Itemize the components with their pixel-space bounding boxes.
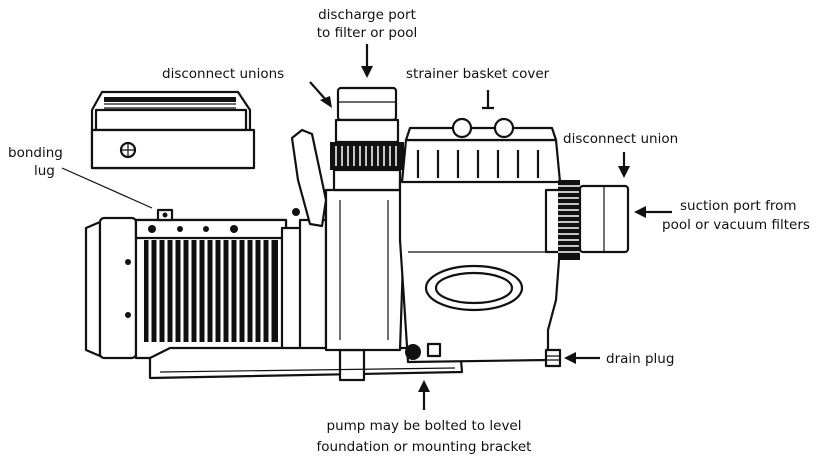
drain-plug (544, 348, 562, 368)
label-strainer-basket-cover: strainer basket cover (406, 66, 550, 82)
suction-port (544, 180, 630, 260)
label-discharge-port: discharge port (318, 7, 416, 23)
strainer-cover-leader (482, 90, 494, 110)
label-disconnect-unions: disconnect unions (162, 66, 284, 82)
strainer-pot (398, 117, 564, 368)
drain-plug-arrow (564, 352, 600, 364)
bonding-lug-leader (61, 167, 153, 209)
base-arrow (418, 380, 430, 410)
label-disconnect-union: disconnect union (563, 131, 678, 147)
motor-top-fins (104, 97, 236, 109)
label-discharge-destination: to filter or pool (317, 25, 417, 41)
strainer-basket-cover (400, 117, 562, 184)
discharge-arrow (361, 44, 373, 78)
disconnect-union-arrow (618, 152, 630, 178)
label-suction-port: suction port from (680, 198, 797, 214)
suction-arrow (634, 206, 672, 218)
lid-knob (405, 344, 421, 360)
pump-housing (290, 86, 406, 352)
motor-cooling-fins (144, 240, 278, 342)
label-lug: lug (34, 163, 55, 179)
label-mounting-line1: pump may be bolted to level (327, 418, 522, 434)
label-mounting-line2: foundation or mounting bracket (317, 439, 532, 455)
bonding-lug (156, 208, 174, 222)
discharge-port (330, 86, 404, 192)
motor (84, 90, 328, 360)
disconnect-unions-arrow (309, 81, 332, 108)
label-bonding: bonding (8, 145, 63, 161)
label-suction-source: pool or vacuum filters (662, 217, 810, 233)
label-drain-plug: drain plug (606, 351, 674, 367)
